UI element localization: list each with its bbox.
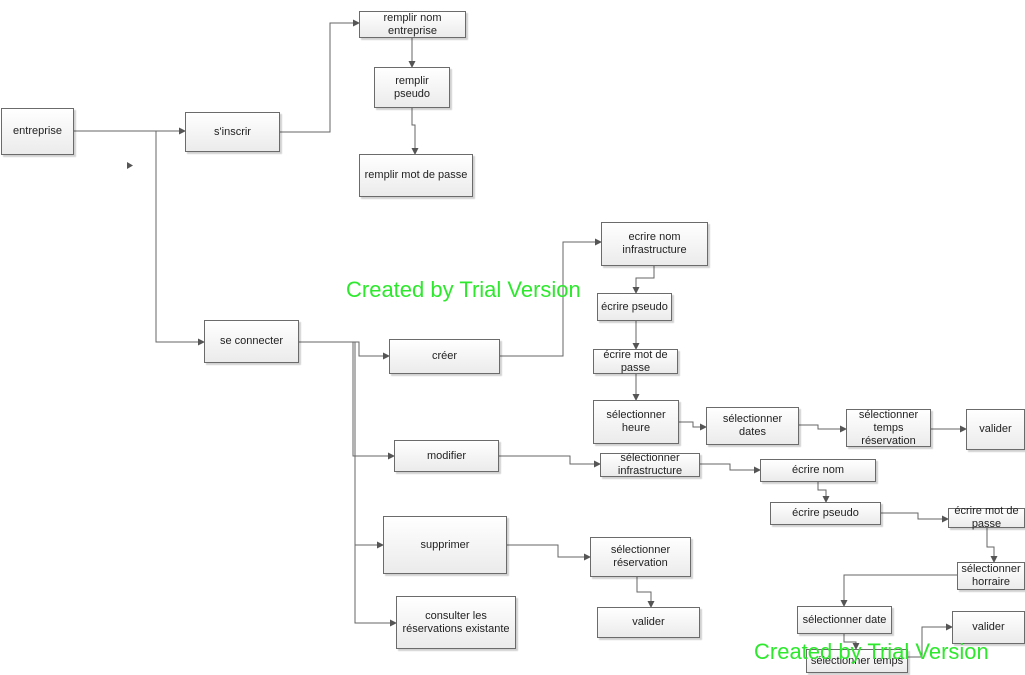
node-ecrire-mot-de-passe-2[interactable]: écrire mot de passe — [948, 505, 1025, 530]
edge-creer-nominfra — [499, 238, 602, 357]
edge-heure-dates — [679, 421, 707, 431]
node-creer-label: créer — [431, 350, 458, 362]
edge-seconnecter-supprimer — [298, 341, 384, 549]
edge-sinscrir-remplirnom — [280, 19, 360, 133]
edge-seconnecter-consulter — [298, 341, 397, 627]
node-valider-3[interactable]: valider — [597, 607, 700, 638]
node-selectionner-dates-label: sélectionner dates — [722, 413, 783, 438]
node-ecrire-nom[interactable]: écrire nom — [760, 459, 876, 482]
stray-arrow-icon — [127, 162, 133, 169]
node-selectionner-temps-reservation[interactable]: sélectionner temps réservation — [846, 409, 931, 447]
node-supprimer[interactable]: supprimer — [383, 516, 507, 574]
node-selectionner-infrastructure[interactable]: sélectionner infrastructure — [600, 452, 700, 477]
edge-modifier-selinfra — [498, 455, 601, 468]
node-selectionner-horraire-label: sélectionner horraire — [961, 563, 1021, 588]
edge-pseudo-motdepasse — [411, 108, 419, 155]
node-valider-2-label: valider — [972, 621, 1005, 633]
edge-selinfra-nom — [699, 463, 761, 474]
edge-seconnecter-modifier — [298, 341, 395, 460]
node-valider-1[interactable]: valider — [966, 409, 1025, 450]
node-consulter[interactable]: consulter les réservations existante — [396, 596, 516, 649]
node-sinscrir-label: s'inscrir — [214, 125, 251, 138]
node-ecrire-pseudo-1[interactable]: écrire pseudo — [597, 293, 672, 321]
node-sinscrir[interactable]: s'inscrir — [185, 112, 280, 152]
node-se-connecter[interactable]: se connecter — [204, 320, 299, 363]
edge-temps2-valider2 — [908, 623, 953, 658]
node-ecrire-nom-infrastructure[interactable]: ecrire nom infrastructure — [601, 222, 708, 266]
edge-selres-valider3 — [636, 576, 655, 608]
watermark-text: Created by Trial Version — [346, 277, 581, 302]
edge-nom-pseudo2 — [817, 481, 830, 503]
node-remplir-nom-entreprise-label: remplir nom entreprise — [383, 11, 442, 37]
node-ecrire-pseudo-2-label: écrire pseudo — [792, 507, 859, 519]
node-selectionner-temps-label: sélectionner temps — [810, 654, 904, 667]
node-ecrire-mot-de-passe-1-label: écrire mot de passe — [603, 348, 668, 374]
node-consulter-label: consulter les réservations existante — [402, 609, 510, 635]
node-ecrire-mot-de-passe-2-label: écrire mot de passe — [954, 505, 1019, 530]
node-ecrire-nom-label: écrire nom — [792, 464, 844, 476]
node-remplir-mot-de-passe-label: remplir mot de passe — [364, 169, 468, 181]
node-selectionner-temps-reservation-label: sélectionner temps réservation — [858, 408, 919, 447]
node-selectionner-dates[interactable]: sélectionner dates — [706, 407, 799, 445]
watermark-text: Created by Trial Version — [754, 639, 989, 664]
node-entreprise[interactable]: entreprise — [1, 108, 74, 155]
edge-dates-temps — [798, 424, 847, 433]
edge-horraire-date — [840, 574, 957, 607]
node-se-connecter-label: se connecter — [220, 335, 283, 347]
node-selectionner-reservation-label: sélectionner réservation — [610, 544, 671, 569]
node-remplir-nom-entreprise[interactable]: remplir nom entreprise — [359, 11, 466, 38]
node-remplir-pseudo-label: remplir pseudo — [393, 74, 431, 100]
node-ecrire-pseudo-2[interactable]: écrire pseudo — [770, 502, 881, 525]
node-selectionner-heure-label: sélectionner heure — [606, 409, 666, 434]
edge-entreprise-seconnecter — [155, 131, 205, 346]
node-entreprise-label: entreprise — [13, 125, 62, 137]
node-ecrire-mot-de-passe-1[interactable]: écrire mot de passe — [593, 349, 678, 374]
edge-nominfra-pseudo1 — [632, 265, 655, 294]
node-modifier[interactable]: modifier — [394, 440, 499, 472]
node-selectionner-heure[interactable]: sélectionner heure — [593, 400, 679, 444]
node-ecrire-pseudo-1-label: écrire pseudo — [601, 300, 668, 313]
edge-pseudo2-mdp2 — [881, 512, 949, 523]
node-remplir-mot-de-passe[interactable]: remplir mot de passe — [359, 154, 473, 197]
edge-mdp2-horraire — [986, 528, 998, 563]
node-selectionner-temps[interactable]: sélectionner temps — [806, 649, 908, 673]
node-selectionner-horraire[interactable]: sélectionner horraire — [957, 562, 1025, 590]
node-selectionner-date-label: sélectionner date — [802, 613, 887, 626]
node-valider-1-label: valider — [979, 423, 1012, 435]
node-selectionner-infrastructure-label: sélectionner infrastructure — [617, 452, 683, 477]
edge-supprimer-selres — [506, 544, 591, 561]
node-selectionner-reservation[interactable]: sélectionner réservation — [590, 537, 691, 577]
node-valider-3-label: valider — [632, 616, 665, 628]
node-ecrire-nom-infrastructure-label: ecrire nom infrastructure — [622, 231, 687, 256]
node-selectionner-date[interactable]: sélectionner date — [797, 606, 892, 634]
edge-date-temps — [843, 633, 860, 650]
edge-seconnecter-creer — [298, 341, 390, 360]
node-remplir-pseudo[interactable]: remplir pseudo — [374, 67, 450, 108]
node-supprimer-label: supprimer — [420, 538, 470, 551]
node-modifier-label: modifier — [426, 449, 467, 462]
node-creer[interactable]: créer — [389, 339, 500, 374]
